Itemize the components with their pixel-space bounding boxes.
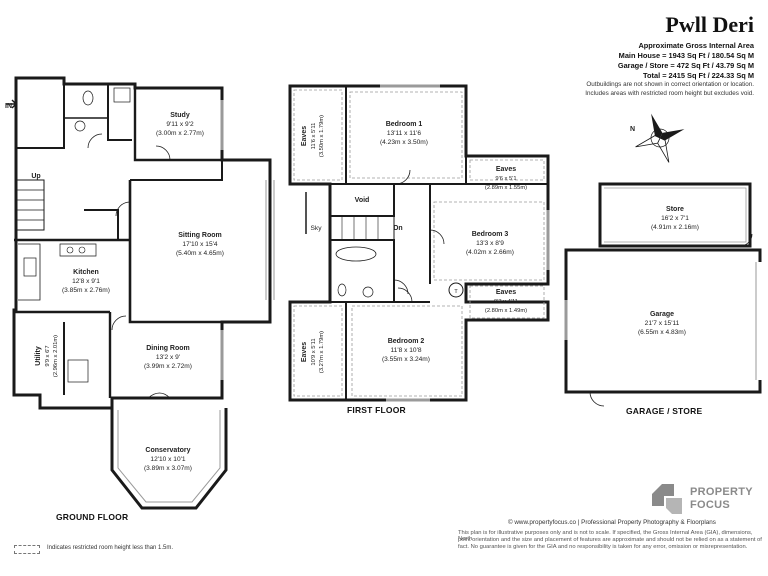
utility-imperial: 9'9 x 6'7 — [45, 345, 51, 366]
dining-room-name: Dining Room — [146, 345, 190, 352]
outbuildings-note: Outbuildings are not shown in correct or… — [586, 81, 754, 88]
eaves-bl-imperial: 10'9 x 5'11 — [311, 338, 317, 365]
bedroom-2-imperial: 11'8 x 10'8 — [391, 347, 422, 354]
stairs-down-label: Dn — [393, 225, 402, 232]
stairs-up-label: Up — [31, 173, 40, 180]
eaves-tr-imperial: 9'6 x 5'1 — [495, 176, 516, 182]
total-area: Total = 2415 Sq Ft / 224.33 Sq M — [643, 71, 754, 80]
kitchen-imperial: 12'8 x 9'1 — [72, 278, 100, 285]
property-focus-logo-icon — [652, 484, 682, 514]
conservatory-metric: (3.89m x 3.07m) — [144, 465, 192, 472]
bedroom-2-name: Bedroom 2 — [388, 338, 425, 345]
brand-line-1: PROPERTY — [690, 486, 753, 498]
conservatory-name: Conservatory — [145, 447, 190, 454]
bedroom-3-metric: (4.02m x 2.66m) — [466, 249, 514, 256]
dining-room-imperial: 13'2 x 9' — [156, 354, 180, 361]
eaves-bl-name: Eaves — [301, 342, 308, 362]
eaves-tl-imperial: 11'6 x 5'11 — [311, 123, 317, 150]
utility-metric: (2.96m x 2.01m) — [53, 335, 59, 377]
store-name: Store — [666, 206, 684, 213]
eaves-br-metric: (2.80m x 1.49m) — [485, 308, 527, 314]
study-metric: (3.00m x 2.77m) — [156, 130, 204, 137]
bedroom-3-name: Bedroom 3 — [472, 231, 509, 238]
store-imperial: 16'2 x 7'1 — [661, 215, 689, 222]
sitting-room-name: Sitting Room — [178, 232, 222, 239]
void-label: Void — [355, 197, 370, 204]
restricted-height-legend-text: Indicates restricted room height less th… — [47, 545, 174, 551]
tank-label: T — [454, 289, 458, 295]
area-subtitle: Approximate Gross Internal Area — [638, 41, 754, 50]
skylight-label: Sky — [311, 225, 323, 232]
property-title: Pwll Deri — [665, 12, 754, 37]
garage-labels: Store 16'2 x 7'1 (4.91m x 2.16m) Garage … — [638, 206, 699, 336]
ground-floor-plan — [12, 76, 275, 510]
study-imperial: 9'11 x 9'2 — [166, 121, 194, 128]
entrance-arrow-icon — [6, 99, 17, 109]
footer-website: © www.propertyfocus.co — [508, 519, 576, 526]
bedroom-3-imperial: 13'3 x 8'9 — [476, 240, 504, 247]
store-metric: (4.91m x 2.16m) — [651, 224, 699, 231]
kitchen-name: Kitchen — [73, 269, 99, 276]
garage-metric: (6.55m x 4.83m) — [638, 329, 686, 336]
eaves-bl-label: Eaves 10'9 x 5'11 (3.27m x 1.79m) — [301, 331, 325, 373]
conservatory-imperial: 12'10 x 10'1 — [150, 456, 185, 463]
restricted-height-note: Includes areas with restricted room heig… — [585, 90, 754, 97]
bedroom-2-metric: (3.55m x 3.24m) — [382, 356, 430, 363]
study-name: Study — [170, 112, 190, 119]
footer-tagline: | Professional Property Photography & Fl… — [577, 519, 716, 526]
restricted-height-legend-swatch — [14, 545, 40, 554]
compass-rose-icon — [635, 113, 685, 163]
bedroom-1-metric: (4.23m x 3.50m) — [380, 139, 428, 146]
dining-room-metric: (3.99m x 2.72m) — [144, 363, 192, 370]
first-floor-label: FIRST FLOOR — [347, 405, 406, 415]
kitchen-metric: (3.85m x 2.76m) — [62, 287, 110, 294]
compass-north-label: N — [630, 126, 635, 133]
ground-floor-label: GROUND FLOOR — [56, 512, 129, 522]
eaves-tl-name: Eaves — [301, 126, 308, 146]
eaves-br-name: Eaves — [496, 289, 516, 296]
eaves-br-imperial: 9'3 x 4'11 — [494, 299, 518, 305]
ground-floor-labels: IN Up Study 9'11 x 9'2 (3.00m x 2.77m) S… — [5, 103, 224, 472]
bedroom-1-imperial: 13'11 x 11'6 — [387, 130, 422, 137]
eaves-bl-metric: (3.27m x 1.79m) — [319, 331, 325, 373]
disclaimer-line-2: point orientation and the size and place… — [458, 537, 762, 543]
eaves-tl-metric: (3.50m x 1.79m) — [319, 115, 325, 157]
disclaimer-line-1: This plan is for illustrative purposes o… — [458, 530, 753, 542]
bedroom-1-name: Bedroom 1 — [386, 121, 423, 128]
footer-credit: © www.propertyfocus.co | Professional Pr… — [508, 519, 716, 526]
garage-imperial: 21'7 x 15'11 — [645, 320, 680, 327]
utility-name: Utility — [35, 346, 42, 366]
eaves-tl-label: Eaves 11'6 x 5'11 (3.50m x 1.79m) — [301, 115, 325, 157]
entrance-label: IN — [5, 103, 12, 110]
garage-store-plan — [564, 182, 762, 407]
sitting-room-metric: (5.40m x 4.65m) — [176, 250, 224, 257]
garage-name: Garage — [650, 311, 674, 318]
first-floor-plan — [288, 84, 550, 402]
tank-icon — [448, 282, 464, 298]
brand-line-2: FOCUS — [690, 499, 730, 511]
eaves-tr-metric: (2.89m x 1.55m) — [485, 185, 527, 191]
first-floor-labels: Bedroom 1 13'11 x 11'6 (4.23m x 3.50m) E… — [311, 121, 528, 363]
utility-label: Utility 9'9 x 6'7 (2.96m x 2.01m) — [35, 335, 59, 377]
garage-store-label: GARAGE / STORE — [626, 406, 703, 416]
eaves-tr-name: Eaves — [496, 166, 516, 173]
disclaimer-line-3: fact. No guarantee is given for the GIA … — [458, 544, 748, 550]
sitting-room-imperial: 17'10 x 15'4 — [182, 241, 217, 248]
garage-store-area: Garage / Store = 472 Sq Ft / 43.79 Sq M — [617, 61, 754, 70]
main-house-area: Main House = 1943 Sq Ft / 180.54 Sq M — [618, 51, 754, 60]
